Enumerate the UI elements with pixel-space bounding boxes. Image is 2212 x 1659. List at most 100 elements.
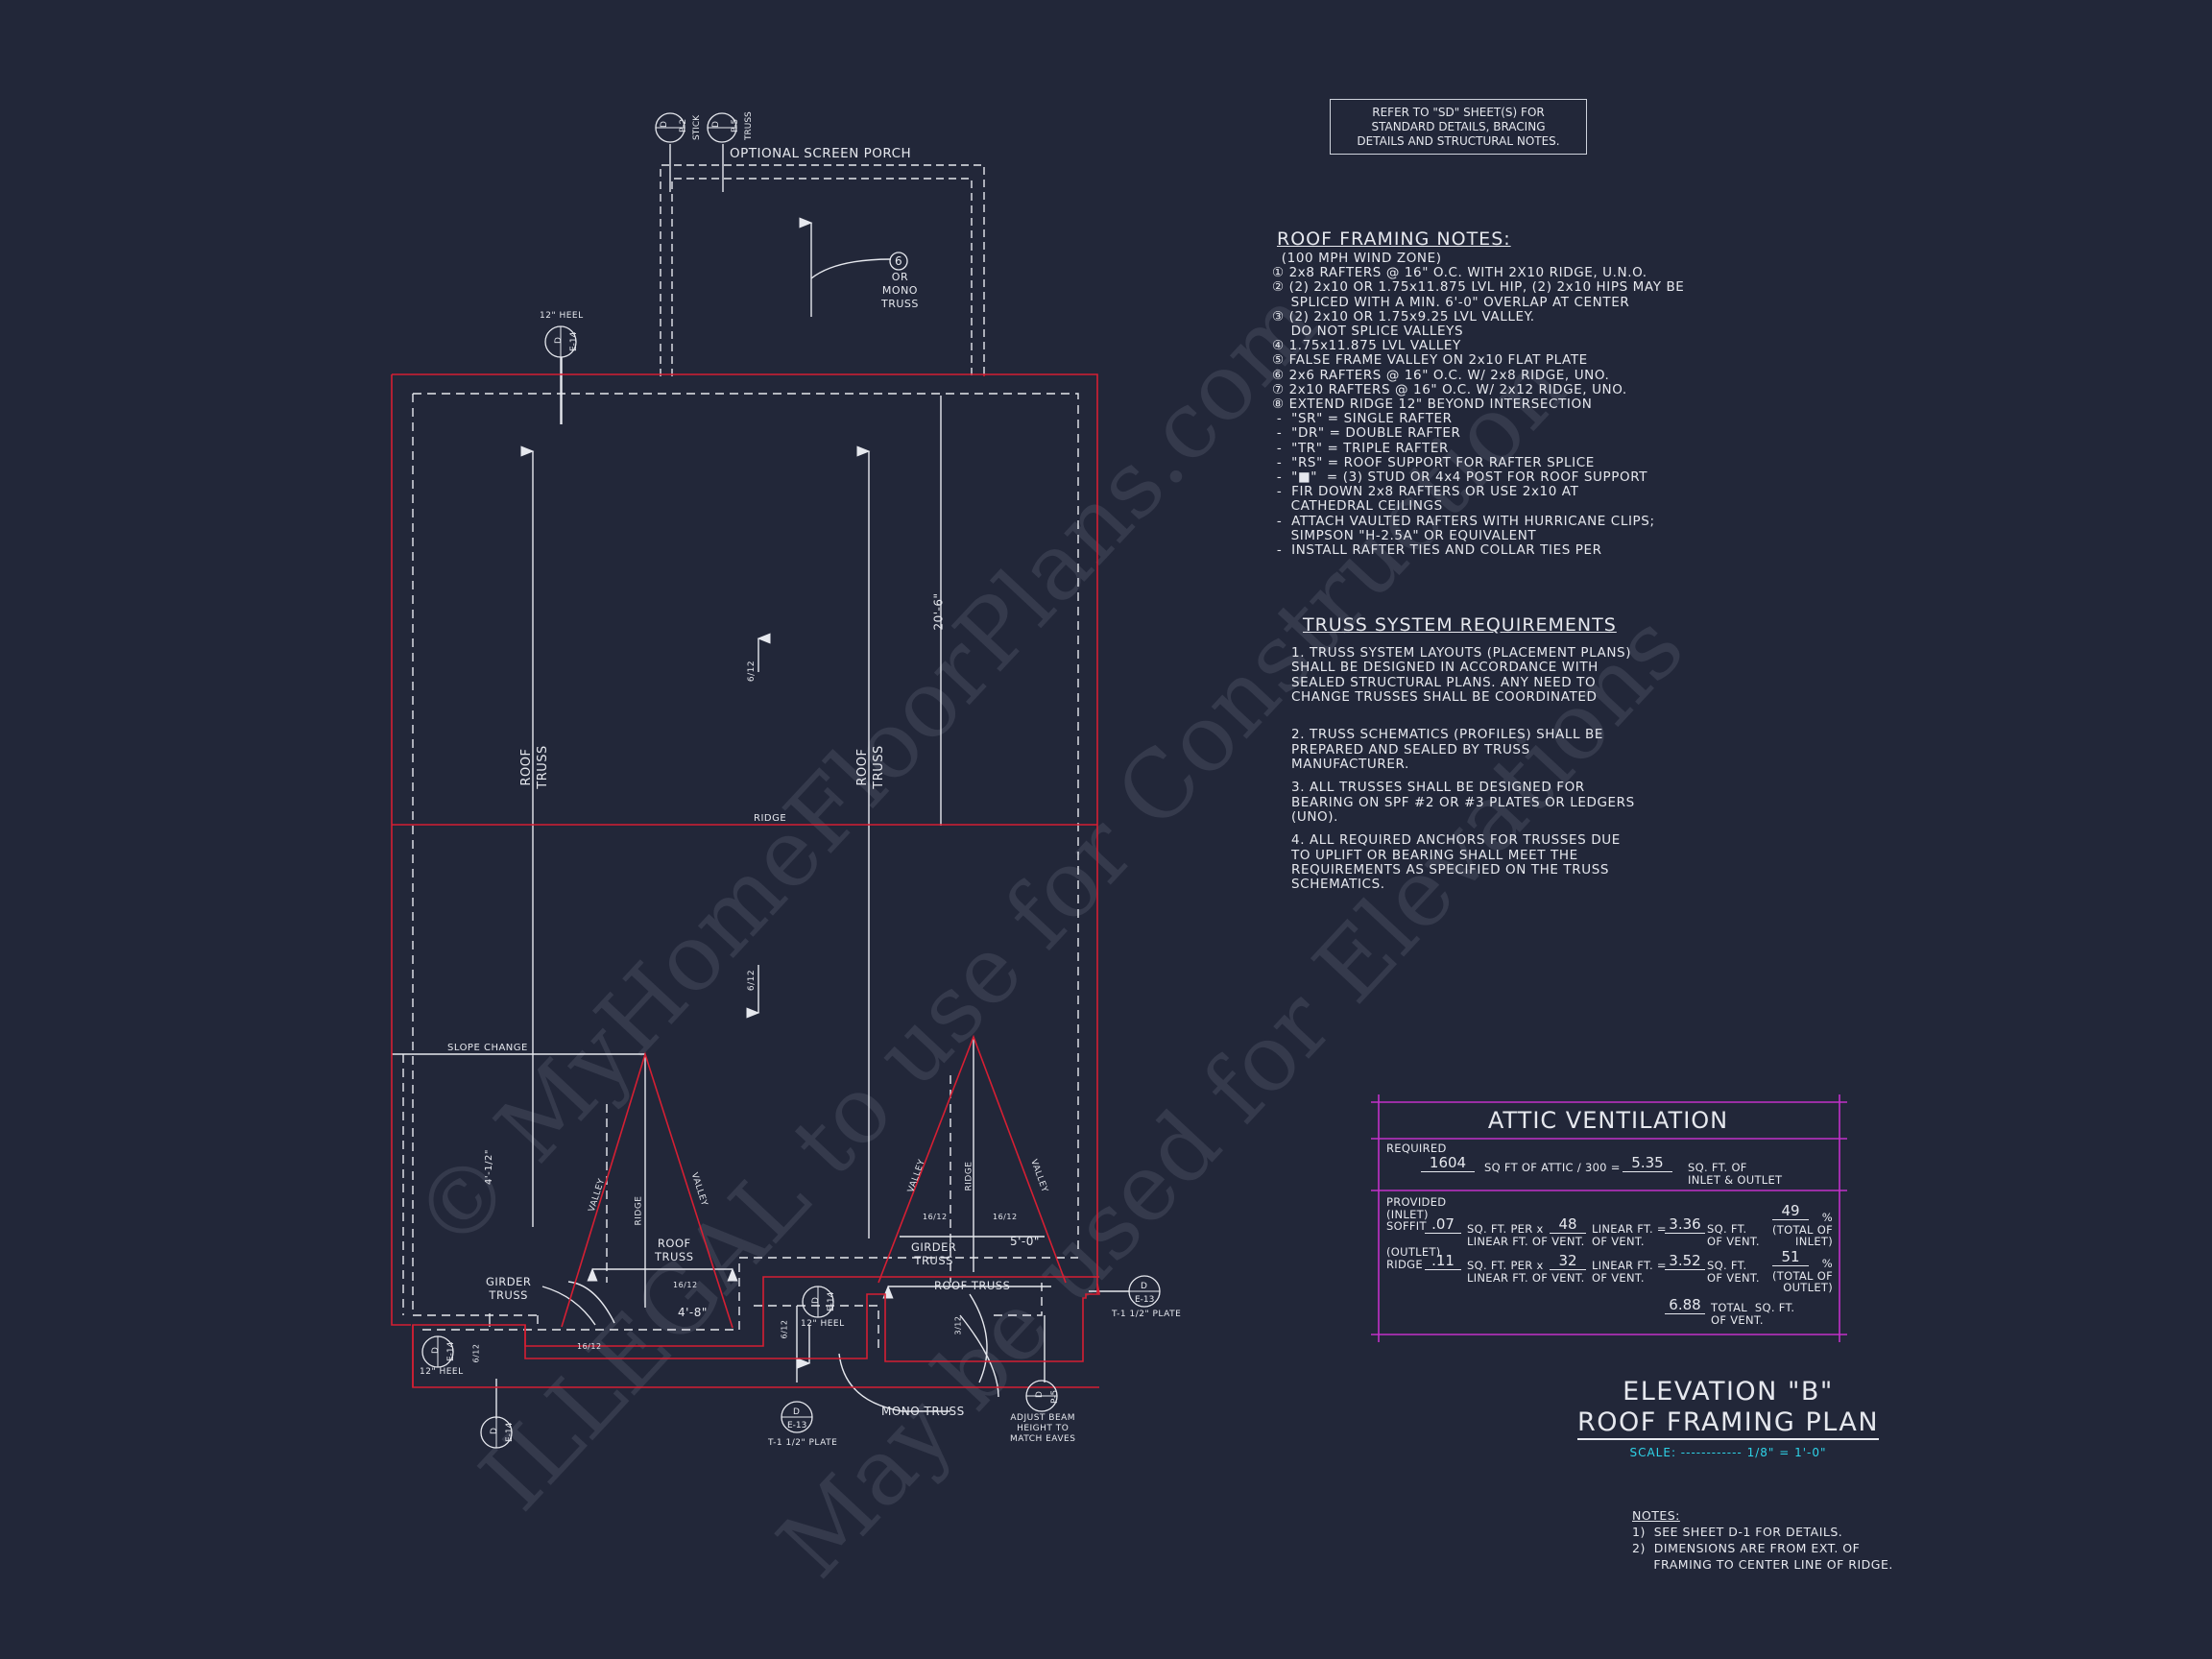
- av-outlet-pct-text: % (TOTAL OF OUTLET): [1772, 1257, 1833, 1294]
- av-outlet-label: (OUTLET) RIDGE: [1386, 1245, 1441, 1271]
- av-soffit-lf-text: LINEAR FT. = OF VENT.: [1592, 1222, 1667, 1248]
- rfn-line: ② (2) 2x10 OR 1.75x11.875 LVL HIP, (2) 2…: [1272, 279, 1685, 296]
- truss-req-paragraph: 4. ALL REQUIRED ANCHORS FOR TRUSSES DUE …: [1291, 832, 1621, 893]
- callout-e13-2: E-13: [787, 1421, 806, 1431]
- label-girder-truss-right: GIRDER TRUSS: [911, 1240, 957, 1267]
- label-truss: TRUSS: [744, 111, 754, 141]
- label-ridge: RIDGE: [754, 813, 787, 824]
- av-required-label: REQUIRED: [1386, 1142, 1447, 1155]
- title-elevation: ELEVATION "B": [1623, 1377, 1834, 1407]
- callout-d-7: D: [1141, 1282, 1147, 1291]
- av-soffit-sqft-text: SQ. FT. OF VENT.: [1707, 1222, 1760, 1248]
- reference-line-1: REFER TO "SD" SHEET(S) FOR: [1372, 105, 1545, 119]
- av-ridge-per: .11: [1425, 1252, 1461, 1270]
- label-pitch-bottom-a: 6/12: [471, 1343, 481, 1363]
- label-roof-truss-right: ROOF TRUSS: [854, 745, 886, 789]
- rfn-line: ④ 1.75x11.875 LVL VALLEY: [1272, 338, 1461, 354]
- bottom-note-line: FRAMING TO CENTER LINE OF RIDGE.: [1632, 1557, 1893, 1572]
- rfn-line: ③ (2) 2x10 OR 1.75x9.25 LVL VALLEY.: [1272, 308, 1535, 325]
- reference-note-box: REFER TO "SD" SHEET(S) FOR STANDARD DETA…: [1330, 99, 1587, 155]
- callout-d-1: D: [660, 121, 669, 128]
- callout-p5-2: P-5: [1050, 1390, 1060, 1404]
- callout-d-3: D: [554, 337, 564, 344]
- callout-6: 6: [895, 254, 902, 268]
- bottom-notes: NOTES: 1) SEE SHEET D-1 FOR DETAILS. 2) …: [1632, 1507, 1893, 1573]
- callout-p5: P-5: [731, 119, 740, 132]
- label-pitch-top: 6/12: [747, 660, 757, 683]
- callout-e14-4: E-14: [827, 1291, 836, 1311]
- av-attic-sqft: 1604: [1421, 1154, 1475, 1172]
- rfn-line: - "DR" = DOUBLE RAFTER: [1272, 425, 1461, 442]
- label-screen-porch: OPTIONAL SCREEN PORCH: [730, 146, 912, 161]
- truss-req-paragraph: 1. TRUSS SYSTEM LAYOUTS (PLACEMENT PLANS…: [1291, 645, 1632, 705]
- av-total-text: TOTAL SQ. FT. OF VENT.: [1711, 1301, 1795, 1327]
- rfn-line: - ATTACH VAULTED RAFTERS WITH HURRICANE …: [1272, 513, 1655, 529]
- label-pitch-bottom-b: 6/12: [780, 1319, 789, 1339]
- rfn-line: SPLICED WITH A MIN. 6'-0" OVERLAP AT CEN…: [1272, 294, 1630, 310]
- label-pitch-16-12-c: 16/12: [993, 1213, 1018, 1221]
- av-ridge-lf: 32: [1550, 1252, 1586, 1270]
- rfn-line: ① 2x8 RAFTERS @ 16" O.C. WITH 2X10 RIDGE…: [1272, 265, 1647, 281]
- label-girder-truss-left: GIRDER TRUSS: [486, 1275, 532, 1302]
- label-dim-4-1-2: 4'-1/2": [483, 1149, 494, 1185]
- callout-e14-3: E-14: [505, 1422, 515, 1442]
- callout-d-2: D: [711, 121, 721, 128]
- truss-requirements-title: TRUSS SYSTEM REQUIREMENTS: [1303, 614, 1617, 636]
- bottom-note-line: 2) DIMENSIONS ARE FROM EXT. OF: [1632, 1541, 1861, 1555]
- av-ridge-lf-text: LINEAR FT. = OF VENT.: [1592, 1259, 1667, 1285]
- label-roof-truss-small: ROOF TRUSS: [655, 1237, 694, 1263]
- label-heel-bottom-left: 12" HEEL: [420, 1367, 464, 1377]
- rfn-line: (100 MPH WIND ZONE): [1272, 251, 1442, 266]
- label-stick: STICK: [692, 114, 702, 140]
- callout-d-4: D: [431, 1347, 441, 1354]
- rfn-line: - INSTALL RAFTER TIES AND COLLAR TIES PE…: [1272, 542, 1602, 559]
- label-dim-5-0: 5'-0": [1010, 1235, 1040, 1248]
- label-roof-truss-left: ROOF TRUSS: [518, 745, 550, 789]
- truss-requirements-body: 1. TRUSS SYSTEM LAYOUTS (PLACEMENT PLANS…: [1291, 645, 1656, 901]
- av-ridge-sqft: 3.52: [1665, 1252, 1705, 1270]
- av-soffit-per: .07: [1425, 1215, 1461, 1234]
- av-ridge-per-text: SQ. FT. PER x LINEAR FT. OF VENT.: [1467, 1259, 1585, 1285]
- rfn-line: - "SR" = SINGLE RAFTER: [1272, 411, 1453, 427]
- label-pitch-16-12-d: 16/12: [577, 1342, 602, 1351]
- label-heel-bottom: 12" HEEL: [801, 1319, 845, 1329]
- callout-d-5: D: [490, 1428, 499, 1434]
- label-ridge-v1: RIDGE: [634, 1195, 644, 1226]
- rfn-line: SIMPSON "H-2.5A" OR EQUIVALENT: [1272, 527, 1537, 543]
- av-total-sqft: 6.88: [1665, 1296, 1705, 1314]
- left-valley: [561, 1051, 733, 1329]
- roof-outline: [391, 373, 1100, 1388]
- av-ridge-sqft-text: SQ. FT. OF VENT.: [1707, 1259, 1760, 1285]
- callout-p2: P-2: [679, 119, 688, 132]
- label-plate-right: T-1 1/2" PLATE: [1112, 1310, 1182, 1319]
- callout-d-9: D: [1035, 1391, 1045, 1398]
- label-pitch-mid: 6/12: [747, 969, 757, 992]
- screen-porch-inner: [671, 178, 973, 376]
- title-scale: SCALE: ------------ 1/8" = 1'-0": [1629, 1446, 1827, 1459]
- av-required-tail: SQ. FT. OF INLET & OUTLET: [1688, 1161, 1783, 1187]
- rfn-line: - "RS" = ROOF SUPPORT FOR RAFTER SPLICE: [1272, 454, 1595, 470]
- av-soffit-per-text: SQ. FT. PER x LINEAR FT. OF VENT.: [1467, 1222, 1585, 1248]
- rfn-line: ⑧ EXTEND RIDGE 12" BEYOND INTERSECTION: [1272, 397, 1593, 413]
- roof-framing-notes-list: (100 MPH WIND ZONE) ① 2x8 RAFTERS @ 16" …: [1272, 251, 1685, 559]
- label-pitch-16-12-a: 16/12: [673, 1281, 698, 1289]
- av-outlet-pct: 51: [1772, 1248, 1809, 1266]
- rfn-line: ⑤ FALSE FRAME VALLEY ON 2x10 FLAT PLATE: [1272, 352, 1588, 369]
- av-soffit-lf: 48: [1550, 1215, 1586, 1234]
- av-attic-text: SQ FT OF ATTIC / 300 =: [1484, 1161, 1621, 1174]
- label-slope-change: SLOPE CHANGE: [447, 1043, 528, 1053]
- rfn-line: ⑥ 2x6 RAFTERS @ 16" O.C. W/ 2x8 RIDGE, U…: [1272, 367, 1610, 383]
- callout-e14-1: E-14: [569, 331, 579, 351]
- attic-ventilation-title: ATTIC VENTILATION: [1487, 1107, 1729, 1134]
- label-adjust-beam: ADJUST BEAM HEIGHT TO MATCH EAVES: [1010, 1413, 1076, 1444]
- label-pitch-16-12-b: 16/12: [923, 1213, 948, 1221]
- rfn-line: DO NOT SPLICE VALLEYS: [1272, 324, 1464, 340]
- label-ridge-v2: RIDGE: [964, 1161, 974, 1191]
- av-inlet-pct-text: % (TOTAL OF INLET): [1772, 1211, 1833, 1248]
- drawing-title-block: ELEVATION "B" ROOF FRAMING PLAN SCALE: -…: [1575, 1377, 1882, 1459]
- title-roof-framing-plan: ROOF FRAMING PLAN: [1576, 1407, 1880, 1440]
- rfn-line: - FIR DOWN 2x8 RAFTERS OR USE 2x10 AT: [1272, 484, 1579, 500]
- label-dim-4-8: 4'-8": [678, 1306, 708, 1319]
- av-provided-label: PROVIDED (INLET) SOFFIT: [1386, 1195, 1447, 1233]
